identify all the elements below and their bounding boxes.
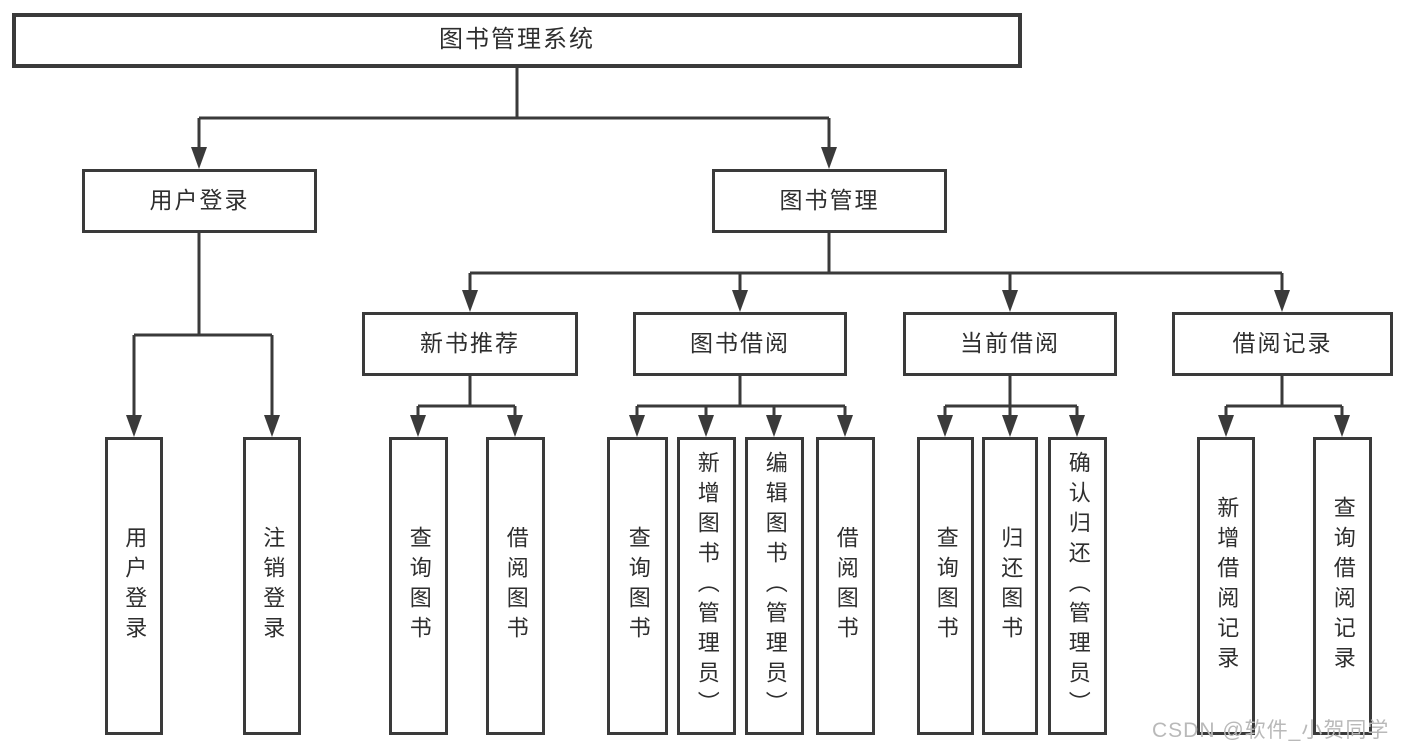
node-query-books-2: 查询图书: [607, 437, 668, 735]
csdn-watermark: CSDN @软件_小贺同学: [1152, 719, 1390, 742]
arrowhead-icon: [766, 415, 782, 437]
node-library-system: 图书管理系统: [12, 13, 1022, 68]
arrowhead-icon: [1334, 415, 1350, 437]
arrowhead-icon: [410, 415, 426, 437]
node-edit-book-admin: 编辑图书（管理员）: [745, 437, 804, 735]
connector-path: [197, 68, 831, 149]
node-logout: 注销登录: [243, 437, 301, 735]
arrowhead-icon: [732, 290, 748, 312]
connector-path: [416, 376, 517, 417]
arrowhead-icon: [507, 415, 523, 437]
arrowhead-icon: [698, 415, 714, 437]
node-book-borrowing: 图书借阅: [633, 312, 847, 376]
connector-path: [468, 233, 1284, 292]
arrowhead-icon: [937, 415, 953, 437]
connector-path: [132, 233, 274, 417]
arrowhead-icon: [1002, 415, 1018, 437]
node-query-borrow-record: 查询借阅记录: [1313, 437, 1372, 735]
arrowhead-icon: [264, 415, 280, 437]
node-add-book-admin: 新增图书（管理员）: [677, 437, 736, 735]
connector-path: [635, 376, 847, 417]
arrowhead-icon: [837, 415, 853, 437]
node-current-borrowing: 当前借阅: [903, 312, 1117, 376]
arrowhead-icon: [821, 147, 837, 169]
node-borrow-books-1: 借阅图书: [486, 437, 545, 735]
arrowhead-icon: [1274, 290, 1290, 312]
arrowhead-icon: [1218, 415, 1234, 437]
arrowhead-icon: [1002, 290, 1018, 312]
arrowhead-icon: [462, 290, 478, 312]
node-new-book-recommend: 新书推荐: [362, 312, 578, 376]
node-confirm-return-admin: 确认归还（管理员）: [1048, 437, 1107, 735]
node-user-login: 用户登录: [82, 169, 317, 233]
node-query-books-3: 查询图书: [917, 437, 974, 735]
node-add-borrow-record: 新增借阅记录: [1197, 437, 1255, 735]
node-book-management: 图书管理: [712, 169, 947, 233]
arrowhead-icon: [126, 415, 142, 437]
node-query-books-1: 查询图书: [389, 437, 448, 735]
connector-path: [1224, 376, 1344, 417]
node-return-book: 归还图书: [982, 437, 1038, 735]
node-borrowing-records: 借阅记录: [1172, 312, 1393, 376]
arrowhead-icon: [191, 147, 207, 169]
arrowhead-icon: [629, 415, 645, 437]
connector-path: [943, 376, 1079, 417]
node-borrow-books-2: 借阅图书: [816, 437, 875, 735]
node-login: 用户登录: [105, 437, 163, 735]
arrowhead-icon: [1069, 415, 1085, 437]
